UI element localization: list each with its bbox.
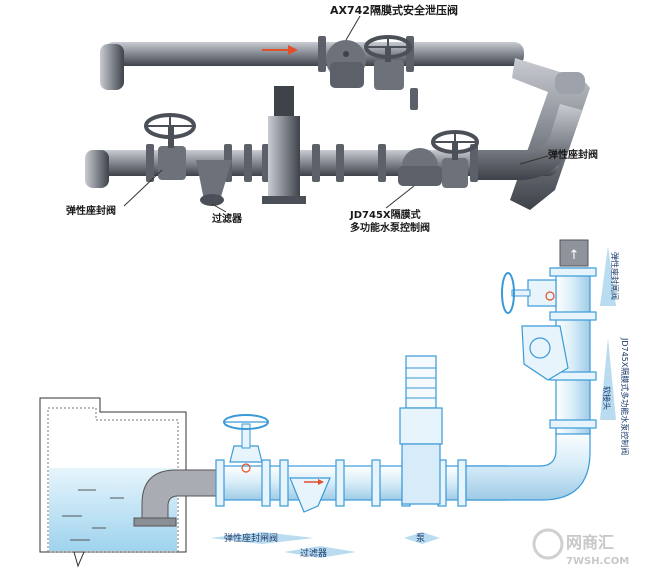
- vertical-flanges: [549, 267, 597, 429]
- gate-valve-bonnet: [229, 445, 263, 463]
- label-safety-valve: AX742隔膜式安全泄压阀: [330, 3, 458, 17]
- left-valve-body: [158, 146, 186, 180]
- label-filter: 过滤器: [212, 212, 243, 225]
- label-check-valve: 软接头: [602, 386, 612, 410]
- riser-handwheel-icon: [501, 272, 515, 314]
- top-pipeline: AX742隔膜式安全泄压阀 弹性座封阀 弹性座封阀 过滤器 JD745X隔膜式 …: [66, 3, 598, 234]
- pump-casing: [401, 443, 441, 505]
- upper-gate-valve-body: [374, 60, 404, 90]
- filter-body: [196, 160, 232, 200]
- lower-gate-valve-body: [442, 158, 468, 188]
- suction-bell: [133, 517, 177, 527]
- lower-handwheel-icon: [431, 130, 479, 154]
- label-bottom-filter: 过滤器: [300, 547, 327, 559]
- watermark: 网商汇 7WSH.COM: [532, 528, 629, 567]
- pump-base: [262, 196, 306, 204]
- pump-motor: [405, 355, 437, 409]
- pump-body: [268, 116, 300, 200]
- lower-left-bend: [85, 150, 109, 188]
- label-pad-pump: [404, 532, 440, 544]
- label-pump: 泵: [416, 533, 425, 544]
- upper-left-bend: [100, 44, 124, 90]
- bottom-flow-arrow-icon: [304, 479, 324, 485]
- y-filter-body: [289, 477, 331, 513]
- label-elastic-seat-valve-right: 弹性座封阀: [548, 148, 598, 161]
- watermark-en: 7WSH.COM: [566, 556, 629, 567]
- label-control-valve-line2: 多功能水泵控制阀: [350, 221, 430, 234]
- label-elastic-seat-valve-left: 弹性座封阀: [66, 204, 116, 217]
- top-leader-lines: [123, 15, 549, 213]
- label-pad-vertical-gate: [600, 246, 616, 306]
- lower-right-elbow: [470, 104, 582, 180]
- upper-handwheel-icon: [364, 35, 412, 59]
- pump-motor-top: [274, 86, 294, 116]
- bottom-pipeline: ↑ 弹性座封闸阀 过滤器 泵 弹性座封闸阀 JD745X隔膜式多功能水泵控制阀 …: [39, 239, 630, 568]
- left-handwheel-icon: [144, 113, 196, 139]
- watermark-cn: 网商汇: [566, 533, 614, 552]
- safety-valve-body: [330, 62, 364, 88]
- discharge-elbow: [465, 429, 591, 501]
- upper-pipe: [104, 42, 524, 66]
- label-pad-gate-valve: [210, 532, 314, 544]
- pump-body-blue: [399, 407, 443, 445]
- watermark-logo-icon: [532, 528, 564, 560]
- label-vertical-gate-valve: 弹性座封闸阀: [610, 252, 620, 300]
- filter-cap: [200, 194, 224, 206]
- label-pad-vertical-control: [600, 338, 616, 420]
- outlet-box: [559, 239, 589, 267]
- label-vertical-control-valve: JD745X隔膜式多功能水泵控制阀: [620, 337, 630, 455]
- upper-right-elbow: [555, 72, 585, 94]
- label-pad-filter: [284, 546, 356, 558]
- riser-control-valve: [521, 325, 569, 381]
- water-ripples: [62, 489, 124, 541]
- up-arrow-icon: ↑: [569, 248, 580, 263]
- label-elastic-seat-gate-valve: 弹性座封闸阀: [224, 532, 278, 544]
- flow-arrow-icon: [262, 45, 298, 55]
- label-control-valve-line1: JD745X隔膜式: [349, 208, 421, 221]
- riser-gate-valve: [527, 279, 557, 307]
